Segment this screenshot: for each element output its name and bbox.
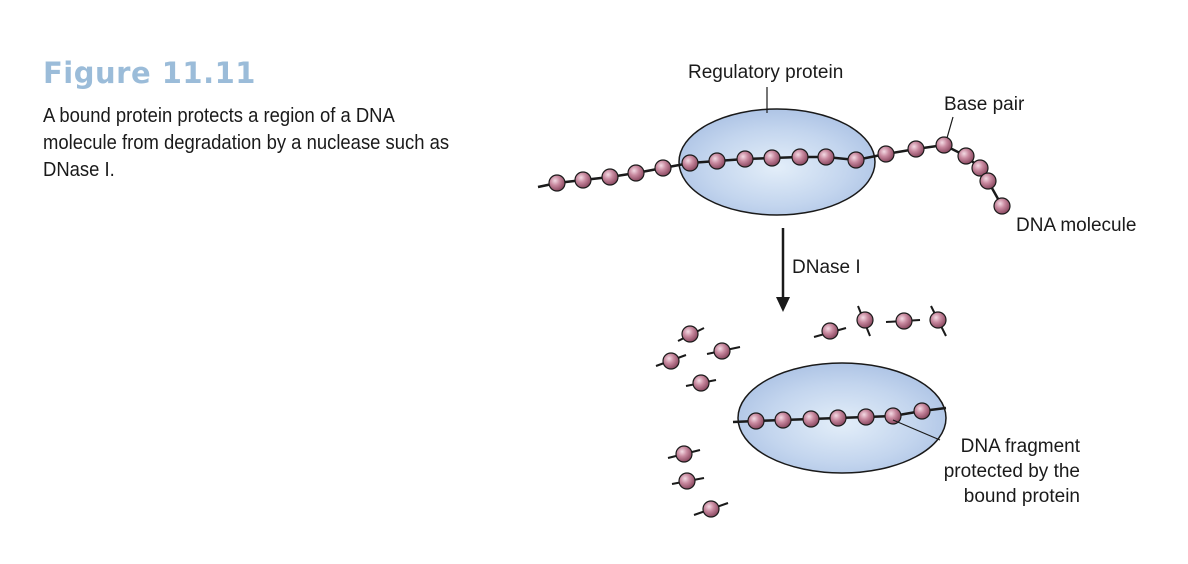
regulatory-protein-label: Regulatory protein	[688, 62, 843, 83]
fragment-leader	[892, 419, 941, 441]
dna-beads-top	[548, 136, 1011, 215]
degraded-fragments	[655, 305, 947, 518]
protected-fragment-complex	[732, 362, 947, 474]
fragment-label-line1: DNA fragment	[961, 436, 1081, 457]
base-pair-label: Base pair	[944, 94, 1025, 115]
figure-title: Figure 11.11	[43, 56, 256, 90]
dnase-arrow	[776, 228, 790, 312]
figure-caption: A bound protein protects a region of a D…	[43, 104, 450, 181]
top-dna-complex	[537, 87, 1011, 216]
fragment-label-line2: protected by the	[944, 461, 1080, 482]
dna-beads-bottom	[747, 402, 931, 430]
dna-molecule-label: DNA molecule	[1016, 215, 1136, 236]
fragment-label-line3: bound protein	[964, 486, 1080, 507]
dnase-label: DNase I	[792, 257, 861, 278]
base-pair-leader	[946, 116, 954, 139]
